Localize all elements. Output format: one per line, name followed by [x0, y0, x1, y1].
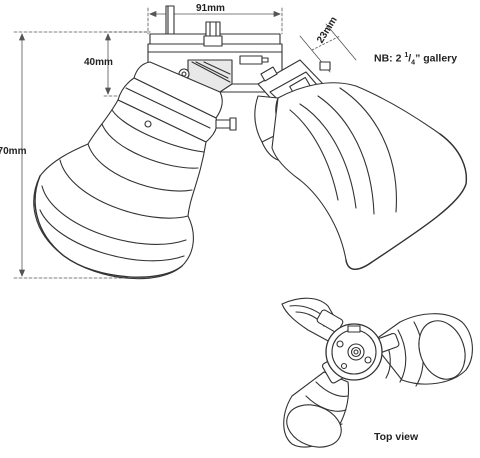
height-dimension-label: 170mm [0, 146, 27, 157]
top-view-drawing [281, 297, 473, 448]
gallery-note-numerator: 1 [404, 52, 409, 59]
gallery-note-prefix: NB: 2 [374, 52, 405, 65]
gallery-note: NB: 2 1/4” gallery [374, 52, 457, 67]
dimension-lines [13, 7, 357, 279]
gallery-note-suffix: ” gallery [415, 52, 458, 65]
top-view-label: Top view [374, 431, 419, 443]
left-shade [33, 61, 237, 280]
gallery-note-denominator: 4 [411, 59, 416, 67]
gallery-note-slash: / [408, 52, 412, 65]
right-shade [254, 59, 468, 270]
width-dimension-label: 91mm [196, 3, 225, 14]
depth-dimension-label: 40mm [84, 57, 113, 68]
